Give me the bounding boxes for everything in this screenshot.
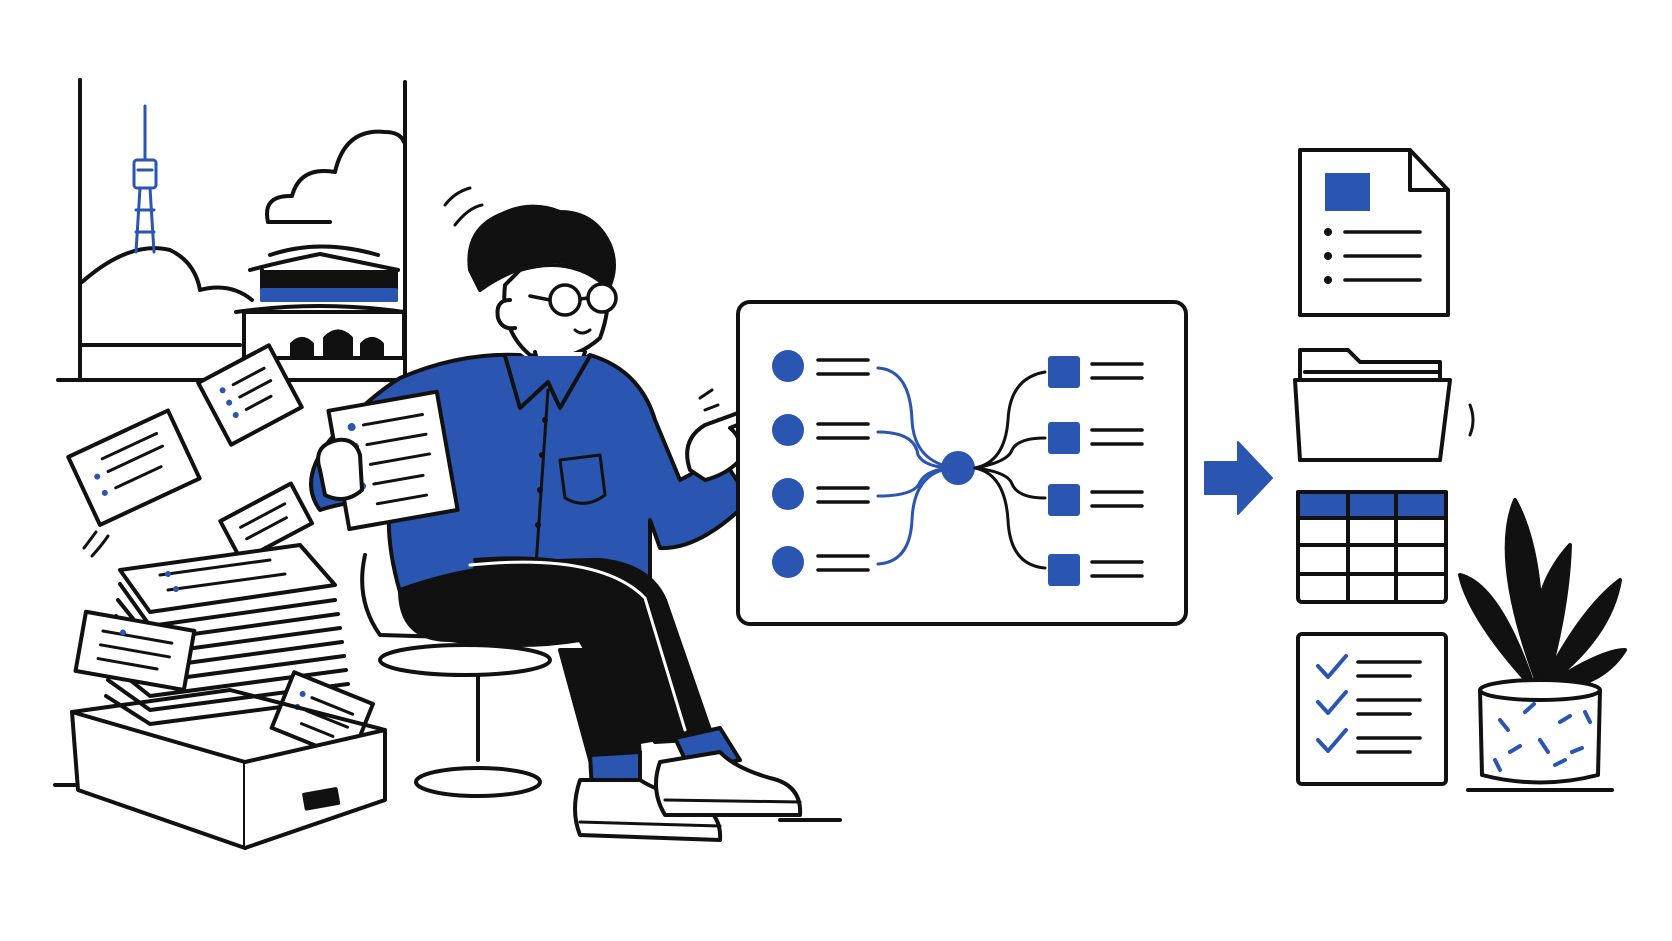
folder-icon (1293, 348, 1475, 462)
potted-plant (1458, 498, 1627, 792)
person-with-glasses (309, 186, 842, 842)
hub-node (941, 451, 975, 485)
document-stack (53, 543, 387, 850)
seoul-tower-icon (132, 104, 158, 254)
flying-paper-3 (218, 481, 315, 563)
merge-connectors (876, 366, 957, 566)
flying-paper-1 (196, 343, 304, 447)
glasses-icon (528, 282, 618, 317)
document-icon (1298, 148, 1450, 317)
window-view (56, 78, 407, 382)
stool-chair (360, 553, 552, 798)
split-connectors (973, 370, 1047, 570)
input-nodes (772, 350, 870, 578)
diagram-board (736, 300, 1188, 626)
flying-paper-2 (66, 408, 202, 527)
cloud-icon (265, 129, 406, 224)
output-nodes (1048, 356, 1144, 586)
palace-gate-icon (234, 244, 406, 360)
table-icon (1296, 490, 1448, 604)
checklist-icon (1296, 632, 1448, 786)
arrow-right-icon (1204, 441, 1273, 515)
